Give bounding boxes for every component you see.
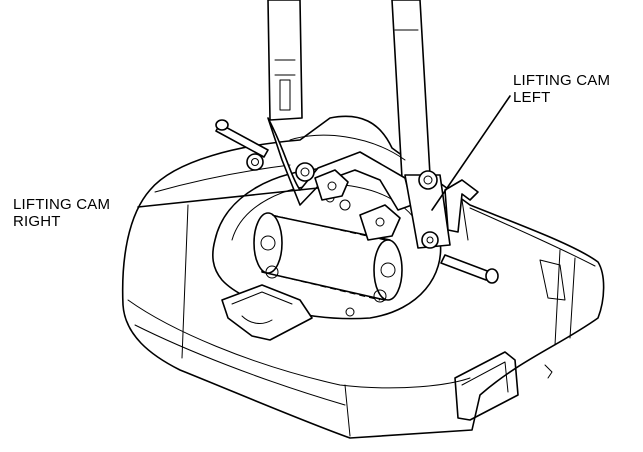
- spring-clip: [444, 179, 479, 241]
- callout-lifting-cam-left-line1: LIFTING CAM: [513, 72, 611, 89]
- handle-yoke: [267, 0, 451, 249]
- leader-line-right: [137, 187, 319, 208]
- pivot-bolt-left: [215, 119, 269, 171]
- callout-lifting-cam-left: LIFTING CAM LEFT: [513, 72, 610, 106]
- callout-lifting-cam-right-line1: LIFTING CAM: [13, 196, 111, 213]
- release-pedal: [221, 284, 313, 341]
- callout-lifting-cam-left-line2: LEFT: [513, 89, 551, 106]
- leader-line-left: [431, 95, 511, 211]
- pivot-bolt-right: [440, 254, 499, 284]
- callout-lifting-cam-right-line2: RIGHT: [13, 213, 61, 230]
- callout-lifting-cam-right: LIFTING CAM RIGHT: [13, 196, 110, 230]
